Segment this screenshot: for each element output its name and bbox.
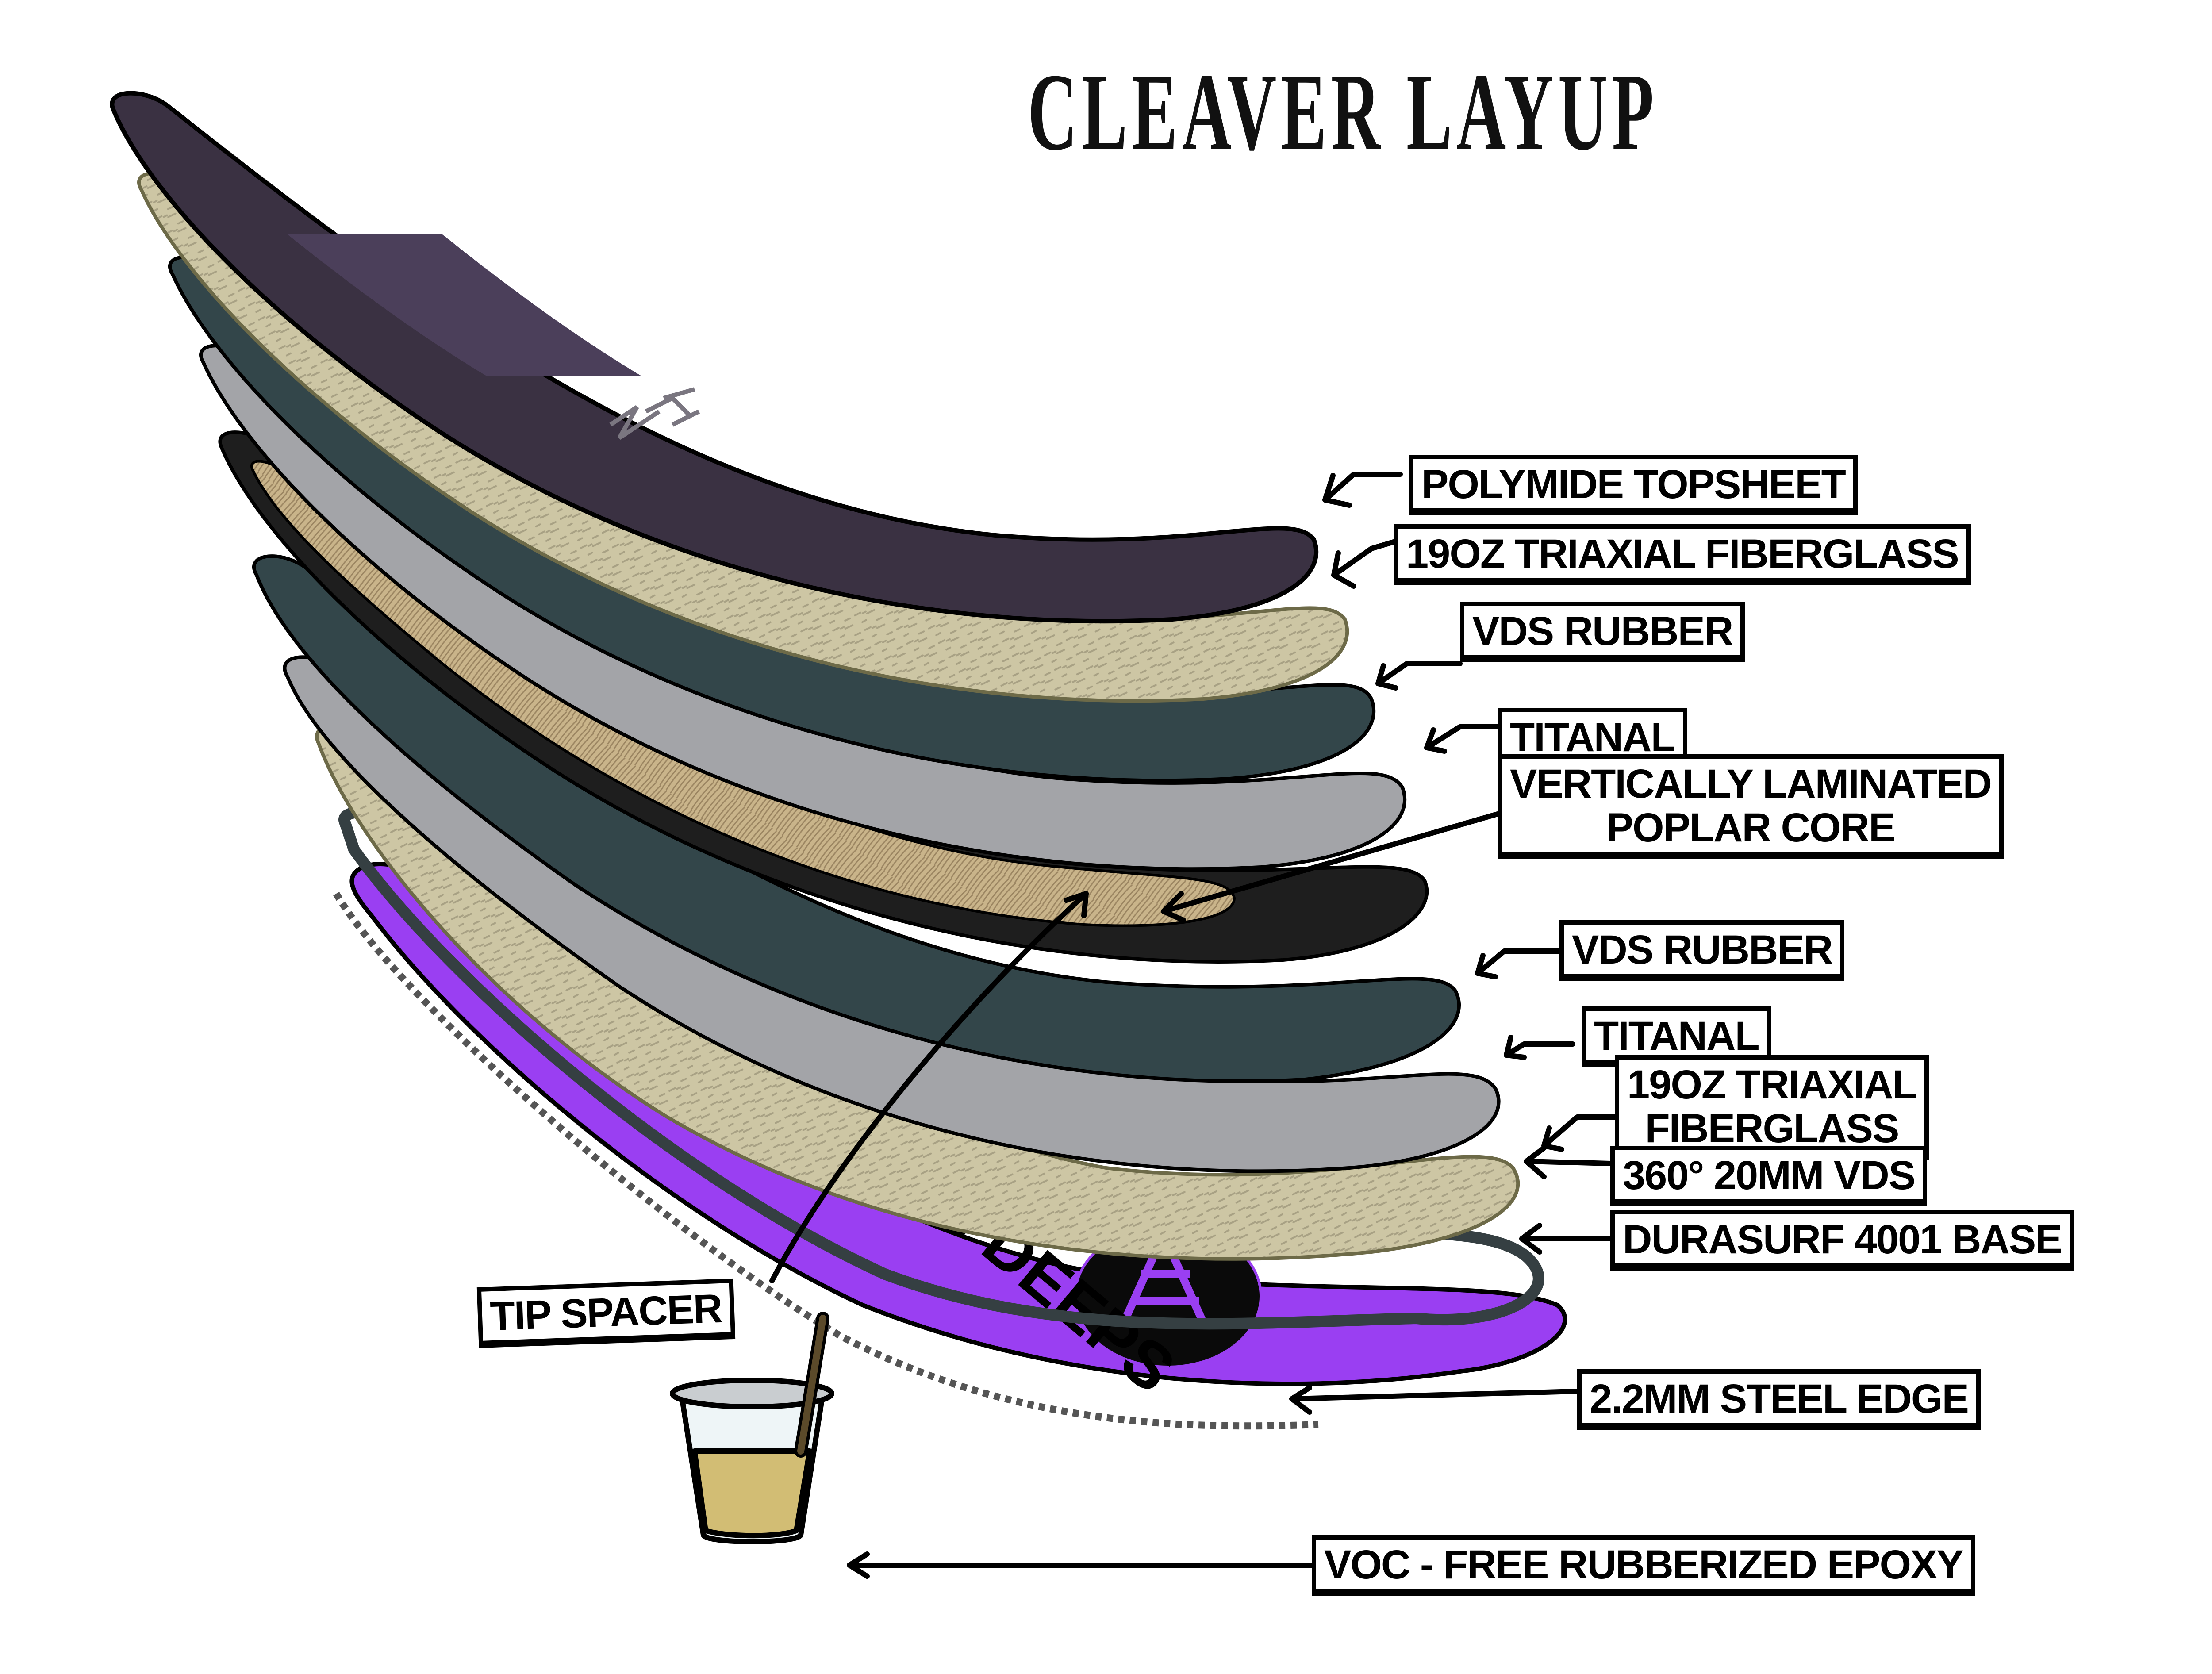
- arrow-tip-spacer: [769, 891, 1089, 1283]
- topsheet-logo-icon: [609, 387, 700, 440]
- label-epoxy: VOC - FREE RUBBERIZED EPOXY: [1312, 1535, 1975, 1596]
- arrow-fiberglass-top: [1331, 539, 1396, 589]
- arrow-vds-rubber-top: [1375, 661, 1463, 691]
- label-fiberglass-bottom: 19OZ TRIAXIAL FIBERGLASS: [1615, 1055, 1929, 1160]
- label-poplar-core-line2: POPLAR CORE: [1606, 805, 1896, 851]
- topsheet-band: [288, 234, 641, 376]
- label-vds-rubber-bottom: VDS RUBBER: [1559, 920, 1845, 981]
- arrow-titanal-bottom: [1504, 1035, 1575, 1060]
- arrow-vds-360: [1524, 1145, 1613, 1179]
- arrow-base: [1519, 1223, 1613, 1255]
- arrow-titanal-top: [1424, 724, 1500, 754]
- arrow-core: [1161, 811, 1500, 923]
- epoxy-cup-icon: [670, 1312, 834, 1544]
- label-fiberglass-bottom-line2: FIBERGLASS: [1645, 1106, 1899, 1152]
- arrow-epoxy: [847, 1551, 1314, 1579]
- label-vds-360: 360° 20MM VDS: [1610, 1146, 1928, 1207]
- arrow-fiberglass-bottom: [1541, 1114, 1617, 1152]
- arrow-steel-edge: [1289, 1385, 1580, 1415]
- label-vds-rubber-top: VDS RUBBER: [1460, 602, 1745, 663]
- label-poplar-core: VERTICALLY LAMINATED POPLAR CORE: [1498, 754, 2004, 859]
- label-durasurf-base: DURASURF 4001 BASE: [1610, 1210, 2074, 1271]
- steel-edge-layer: [333, 891, 1319, 1430]
- label-steel-edge: 2.2MM STEEL EDGE: [1577, 1369, 1981, 1430]
- label-poplar-core-line1: VERTICALLY LAMINATED: [1510, 761, 1992, 806]
- arrow-topsheet: [1322, 472, 1403, 508]
- label-tip-spacer: TIP SPACER: [476, 1278, 735, 1348]
- label-fiberglass-top: 19OZ TRIAXIAL FIBERGLASS: [1394, 524, 1971, 585]
- label-fiberglass-bottom-line1: 19OZ TRIAXIAL: [1627, 1062, 1917, 1107]
- arrow-vds-rubber-bottom: [1475, 948, 1569, 979]
- label-polymide-topsheet: POLYMIDE TOPSHEET: [1409, 455, 1858, 516]
